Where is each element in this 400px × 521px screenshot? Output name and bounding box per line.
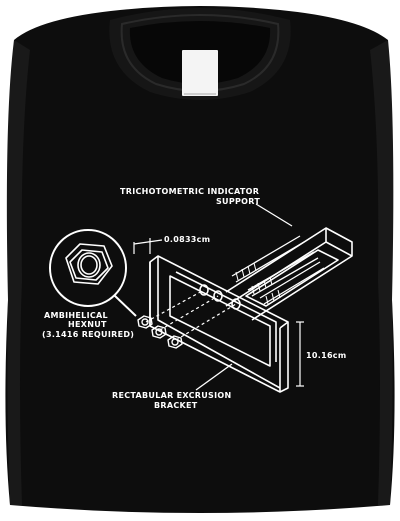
hexnut-label-line2: HEXNUT bbox=[68, 320, 107, 329]
bracket-leader bbox=[195, 363, 233, 391]
neck-label bbox=[182, 50, 218, 96]
hexnut-label-line1: AMBIHELICAL bbox=[44, 311, 108, 320]
hexnut-label-line3: (3.1416 REQUIRED) bbox=[42, 330, 134, 339]
blueprint-print bbox=[49, 203, 353, 393]
bracket-label-line2: BRACKET bbox=[154, 401, 198, 410]
magnifier-handle bbox=[113, 294, 137, 317]
large-hexnut bbox=[65, 243, 113, 285]
support-leader bbox=[255, 203, 293, 227]
print-labels: TRICHOTOMETRIC INDICATOR SUPPORT 0.0833c… bbox=[42, 187, 346, 410]
dimension-top-label: 0.0833cm bbox=[164, 235, 210, 244]
support-label-line1: TRICHOTOMETRIC INDICATOR bbox=[120, 187, 259, 196]
rod-threads bbox=[235, 262, 281, 305]
bracket-label-line1: RECTABULAR EXCRUSION bbox=[112, 391, 231, 400]
dimension-side-label: 10.16cm bbox=[306, 351, 346, 360]
small-hexnuts bbox=[137, 315, 183, 349]
support-label-line2: SUPPORT bbox=[216, 197, 260, 206]
collar-rib bbox=[120, 14, 280, 92]
right-fold bbox=[370, 40, 394, 505]
magnifier-circle bbox=[49, 229, 127, 307]
threaded-rods bbox=[231, 235, 325, 305]
left-fold bbox=[6, 40, 30, 505]
